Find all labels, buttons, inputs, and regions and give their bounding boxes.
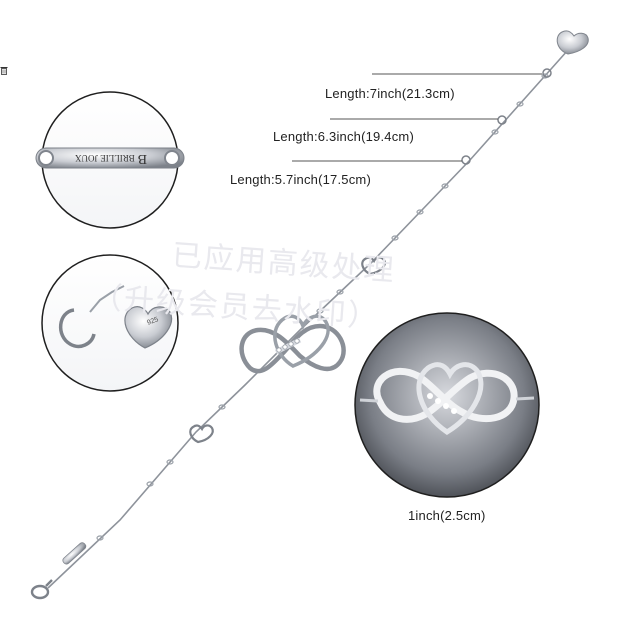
length-ring-63 xyxy=(497,115,507,125)
length-label-5-7inch: Length:5.7inch(17.5cm) xyxy=(230,172,371,187)
length-label-6-3inch: Length:6.3inch(19.4cm) xyxy=(273,129,414,144)
engraving-brand: BRILLIE JOUX xyxy=(74,153,135,163)
closeup-pendant-circle xyxy=(354,312,540,498)
chain-links xyxy=(96,73,549,541)
heart-tag-end xyxy=(556,30,589,55)
length-label-7inch: Length:7inch(21.3cm) xyxy=(325,86,455,101)
brand-bar-tag-lower xyxy=(62,542,87,565)
closeup-engraving-circle xyxy=(35,91,185,229)
length-ring-7 xyxy=(542,68,552,78)
engraving-text: B BRILLIE JOUX xyxy=(66,150,156,166)
lobster-clasp xyxy=(30,579,53,600)
closeup-clasp-circle xyxy=(41,254,179,392)
trash-icon xyxy=(0,67,8,75)
small-heart-charm-upper xyxy=(361,256,386,276)
pendant-size-label: 1inch(2.5cm) xyxy=(408,508,486,523)
pendant-stones xyxy=(276,338,300,353)
length-ring-57 xyxy=(461,155,471,165)
small-heart-charm-lower xyxy=(189,424,214,444)
bracelet-chain xyxy=(47,49,569,589)
engraving-initial: B xyxy=(137,151,148,166)
